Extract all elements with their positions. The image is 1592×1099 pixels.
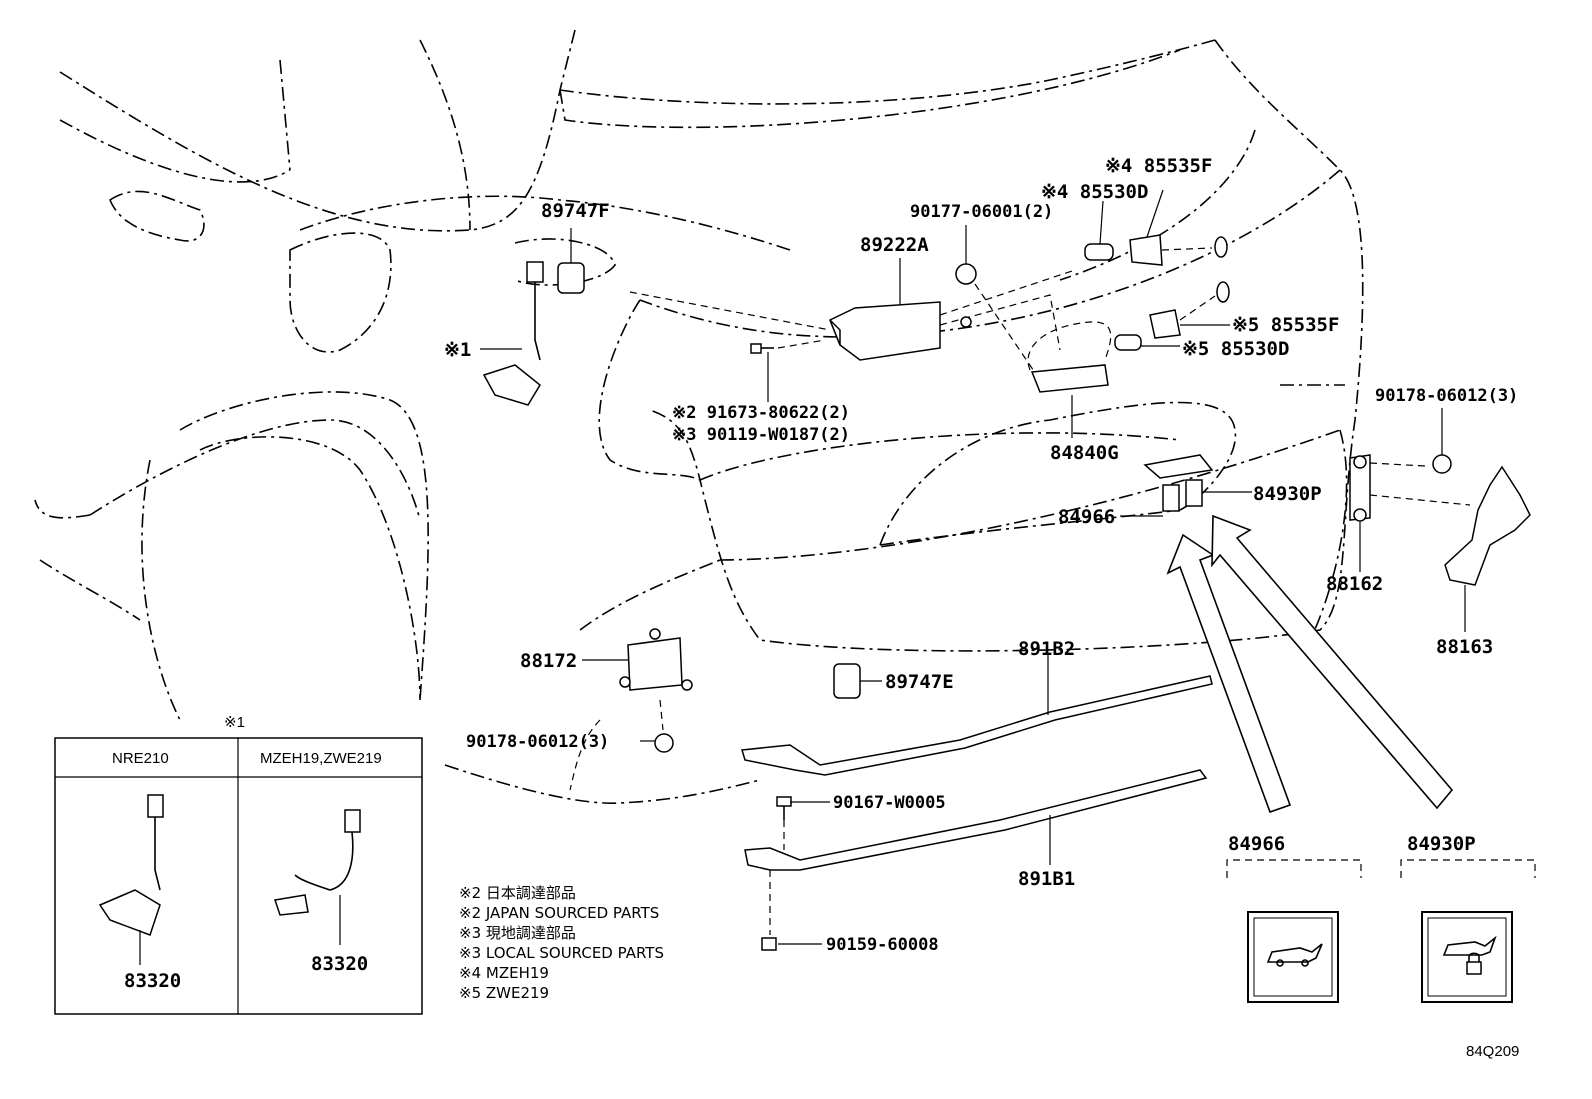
vehicle-body-outline <box>34 29 1364 804</box>
label-90119-W0187: ※3 90119-W0187(2) <box>672 425 850 445</box>
inset-switch-right-label: 84930P <box>1407 833 1476 855</box>
diagram-code: 84Q209 <box>1466 1043 1519 1060</box>
inset-note1: ※1 NRE210 MZEH19,ZWE219 83320 83320 <box>54 714 423 1015</box>
harness-891B2-icon <box>741 655 1213 776</box>
inset-col1-part: 83320 <box>124 970 181 992</box>
legend-line-5: ※4 MZEH19 <box>459 964 549 982</box>
bracket-88162-icon <box>1349 408 1471 572</box>
label-88162: 88162 <box>1326 573 1383 595</box>
inset-col2-header: MZEH19,ZWE219 <box>260 750 382 767</box>
inset-col2-part: 83320 <box>311 953 368 975</box>
sensor-88172-icon <box>569 628 693 791</box>
bolt-90167-icon <box>776 796 830 850</box>
car-hatch-lock-icon <box>1442 935 1497 975</box>
legend: ※2 日本調達部品 ※2 JAPAN SOURCED PARTS ※3 現地調達… <box>459 884 664 1002</box>
label-89747E: 89747E <box>885 671 954 693</box>
legend-line-6: ※5 ZWE219 <box>459 984 549 1002</box>
car-hatch-icon <box>1266 943 1323 967</box>
label-90167-W0005: 90167-W0005 <box>833 793 946 813</box>
label-891B2: 891B2 <box>1018 638 1075 660</box>
cover-88163-icon <box>1444 465 1531 632</box>
label-84930P: 84930P <box>1253 483 1322 505</box>
lamp-bulbs-icon <box>1084 189 1230 351</box>
screw-90159-icon <box>761 937 822 951</box>
legend-line-3: ※3 現地調達部品 <box>459 924 576 942</box>
bracket-891B1-icon <box>744 769 1208 935</box>
label-89747F: 89747F <box>541 200 610 222</box>
legend-line-4: ※3 LOCAL SOURCED PARTS <box>459 944 664 962</box>
callout-arrows <box>1166 514 1454 814</box>
sensor-89747E-icon <box>833 663 882 699</box>
label-85530D-bottom: ※5 85530D <box>1182 338 1289 360</box>
label-90159-60008: 90159-60008 <box>826 935 939 955</box>
inset-switches: 84966 84930P <box>1226 833 1536 1003</box>
label-90178-06012-left: 90178-06012(3) <box>466 732 609 752</box>
label-note1-marker: ※1 <box>444 339 471 361</box>
bolt-91673-icon <box>750 339 826 402</box>
label-89222A: 89222A <box>860 234 929 256</box>
label-891B1: 891B1 <box>1018 868 1075 890</box>
switches-84966-84930P-icon <box>1120 454 1252 517</box>
inset-note1-title: ※1 <box>224 714 245 731</box>
label-85535F-bottom: ※5 85535F <box>1232 314 1339 336</box>
label-85530D-top: ※4 85530D <box>1041 181 1148 203</box>
inset-col1-header: NRE210 <box>112 750 169 767</box>
label-84966: 84966 <box>1058 506 1115 528</box>
legend-line-2: ※2 JAPAN SOURCED PARTS <box>459 904 659 922</box>
label-90178-06012-right: 90178-06012(3) <box>1375 386 1518 406</box>
label-85535F-top: ※4 85535F <box>1105 155 1212 177</box>
inset-switch-left-label: 84966 <box>1228 833 1285 855</box>
label-88163: 88163 <box>1436 636 1493 658</box>
label-91673-80622: ※2 91673-80622(2) <box>672 403 850 423</box>
label-88172: 88172 <box>520 650 577 672</box>
connector-cable-icon <box>480 261 544 406</box>
handle-switch-84840G-icon <box>1027 321 1112 438</box>
clip-90177-icon <box>955 225 1041 381</box>
legend-line-1: ※2 日本調達部品 <box>459 884 576 902</box>
sensor-89747F-icon <box>557 228 585 294</box>
label-90177-06001: 90177-06001(2) <box>910 202 1053 222</box>
ecu-89222A-icon <box>629 258 1076 361</box>
clip-90178-left-icon <box>640 733 674 753</box>
label-84840G: 84840G <box>1050 442 1119 464</box>
harness-83320-nre210-icon <box>98 794 164 965</box>
harness-83320-mzeh19-icon <box>274 809 361 945</box>
